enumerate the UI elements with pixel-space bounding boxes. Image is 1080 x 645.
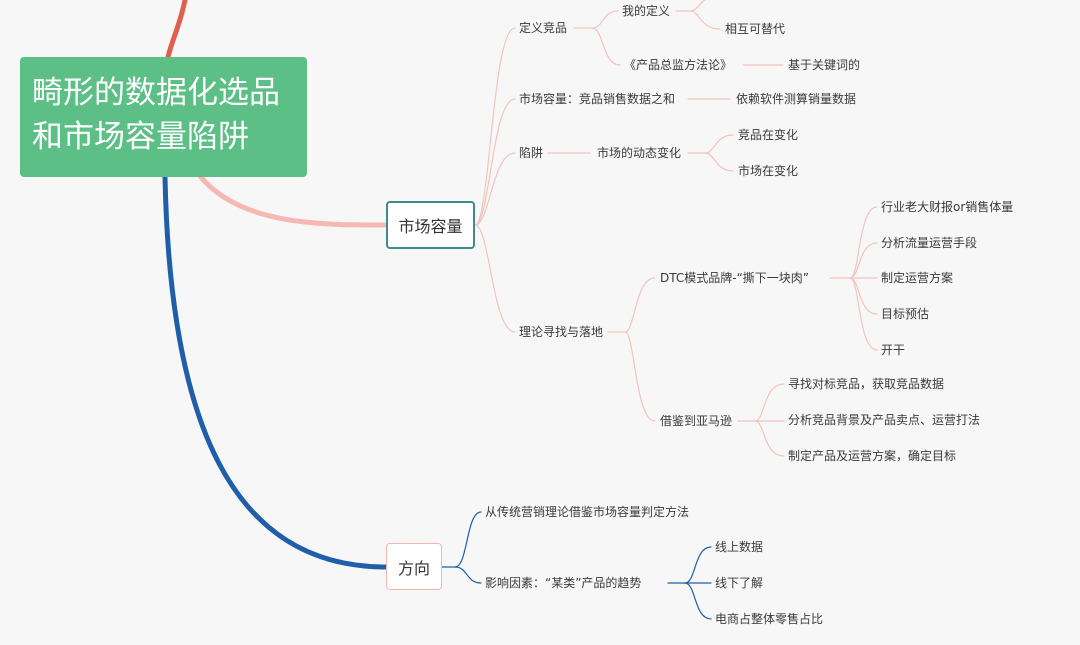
node-capacity-sum[interactable]: 市场容量：竞品销售数据之和 — [519, 92, 676, 106]
node-amazon-item[interactable]: 制定产品及运营方案，确定目标 — [788, 449, 957, 463]
node-dtc-item[interactable]: 目标预估 — [881, 307, 930, 321]
node-market-change[interactable]: 市场在变化 — [738, 164, 799, 178]
node-substitute[interactable]: 相互可替代 — [725, 22, 786, 36]
node-dtc-item[interactable]: 开干 — [881, 343, 906, 357]
blue-branch-line — [162, 174, 389, 570]
root-topic[interactable]: 畸形的数据化选品 和市场容量陷阱 — [20, 57, 307, 177]
node-dtc-item[interactable]: 制定运营方案 — [881, 271, 954, 285]
node-amazon[interactable]: 借鉴到亚马逊 — [660, 414, 733, 428]
node-traditional-theory[interactable]: 从传统营销理论借鉴市场容量判定方法 — [485, 505, 690, 519]
topic-market-capacity[interactable]: 市场容量 — [386, 201, 475, 249]
red-branch-line — [165, 0, 188, 60]
node-factor-item[interactable]: 线上数据 — [715, 540, 764, 554]
node-amazon-item[interactable]: 寻找对标竞品，获取竞品数据 — [788, 377, 945, 391]
node-book[interactable]: 《产品总监方法论》 — [624, 58, 733, 72]
topic-direction[interactable]: 方向 — [386, 543, 442, 590]
node-trap[interactable]: 陷阱 — [519, 146, 544, 160]
node-define-competitor[interactable]: 定义竞品 — [519, 21, 568, 35]
pink-branch-line — [197, 173, 389, 228]
node-dtc[interactable]: DTC模式品牌-“撕下一块肉” — [660, 271, 810, 285]
node-factor-item[interactable]: 线下了解 — [715, 576, 764, 590]
node-software-estimate[interactable]: 依赖软件测算销量数据 — [736, 92, 857, 106]
node-dtc-item[interactable]: 行业老大财报or销售体量 — [881, 200, 1014, 214]
node-amazon-item[interactable]: 分析竞品背景及产品卖点、运营打法 — [788, 413, 981, 427]
node-factor-item[interactable]: 电商占整体零售占比 — [715, 612, 824, 626]
node-dtc-item[interactable]: 分析流量运营手段 — [881, 236, 978, 250]
node-keyword[interactable]: 基于关键词的 — [788, 58, 861, 72]
node-dynamic-change[interactable]: 市场的动态变化 — [597, 146, 682, 160]
node-theory[interactable]: 理论寻找与落地 — [519, 325, 604, 339]
node-factors[interactable]: 影响因素：“某类”产品的趋势 — [485, 576, 642, 590]
root-title-line1: 畸形的数据化选品 — [32, 75, 280, 111]
node-my-definition[interactable]: 我的定义 — [622, 4, 671, 18]
root-title-line2: 和市场容量陷阱 — [32, 119, 249, 155]
topic-label: 方向 — [397, 558, 430, 578]
node-competitor-change[interactable]: 竞品在变化 — [738, 128, 799, 142]
topic-label: 市场容量 — [398, 217, 463, 236]
